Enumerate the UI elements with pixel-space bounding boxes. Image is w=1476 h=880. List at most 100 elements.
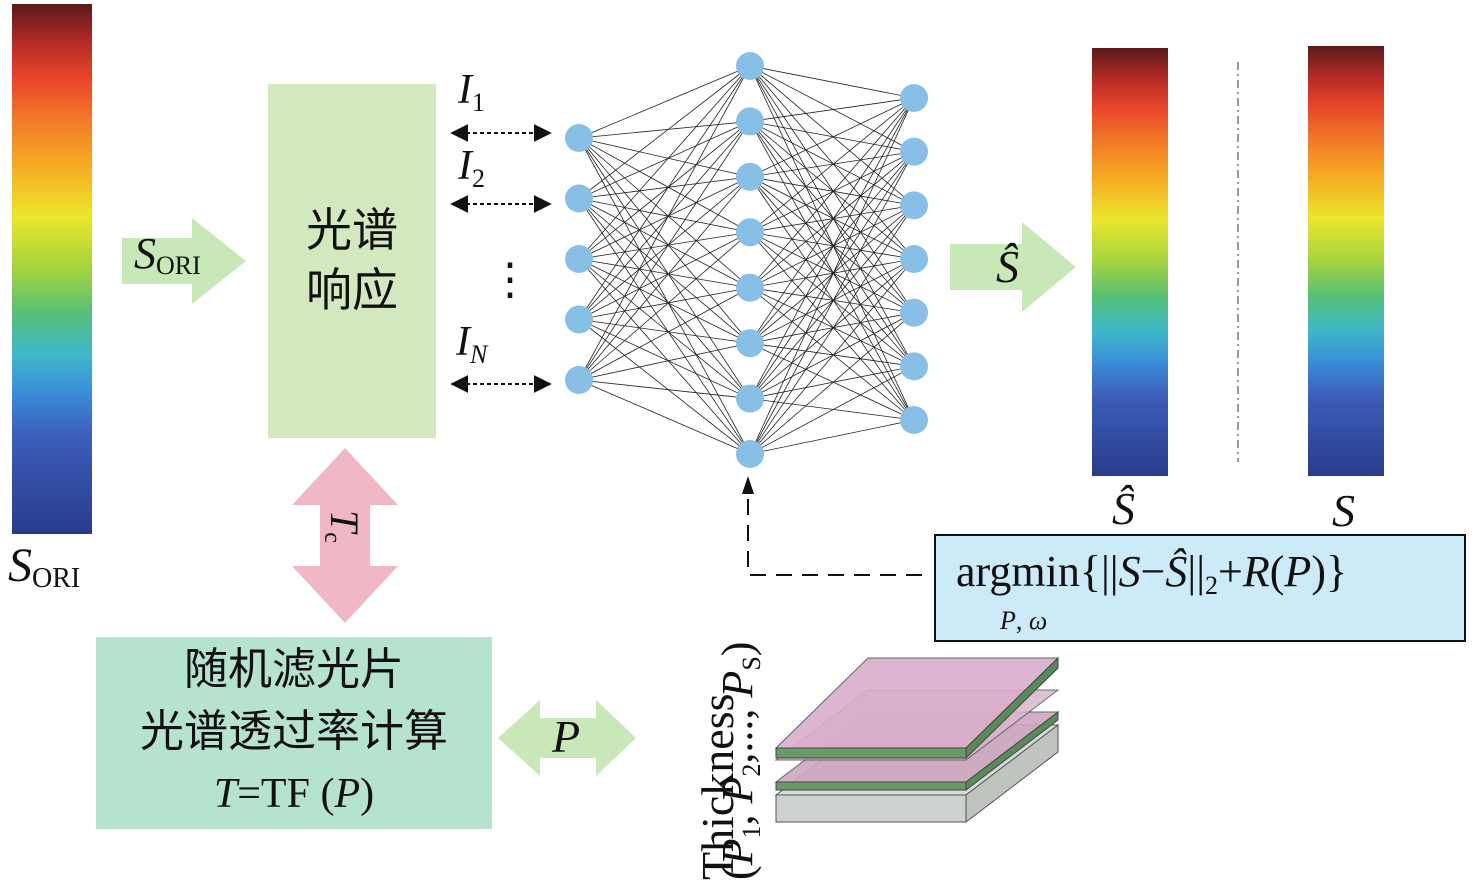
network-edge [749, 65, 915, 260]
network-edge [578, 137, 751, 455]
loss-function-box: argmin{||S−Ŝ||2+R(P)} P, ω [934, 534, 1466, 642]
network-edge [749, 312, 915, 399]
network-node-layer-3 [900, 137, 928, 166]
network-edge [749, 312, 915, 344]
network-edge [749, 287, 915, 314]
network-node-layer-3 [900, 352, 928, 381]
network-edge [749, 121, 915, 313]
loss-shat: Ŝ [1165, 547, 1188, 596]
intensity-label-1-sub: 1 [472, 88, 485, 117]
network-edge [578, 65, 751, 139]
loss-sub-omega: ω [1028, 606, 1048, 635]
network-node-layer-2 [736, 273, 764, 302]
network-edge [578, 137, 751, 399]
network-edge [749, 121, 915, 206]
network-node-layer-3 [900, 298, 928, 327]
network-edge [749, 231, 915, 314]
tc-label: Tc [319, 510, 368, 543]
thickness-close: ) [713, 641, 762, 657]
formula-tf: =TF ( [237, 771, 335, 817]
network-edge [749, 97, 915, 344]
loss-plus: + [1218, 547, 1243, 596]
network-edge [578, 65, 751, 381]
loss-brace-open: {|| [1079, 547, 1119, 596]
formula-t: T [213, 771, 238, 817]
network-edge [749, 65, 915, 421]
spectral-response-line2: 响应 [306, 263, 398, 317]
network-edge [578, 176, 751, 199]
network-connections [578, 65, 915, 455]
filter-box-line2: 光谱透过率计算 [140, 706, 448, 757]
network-edge [749, 97, 915, 233]
network-edge [749, 342, 915, 421]
filter-box-formula: T=TF (P) [96, 765, 492, 823]
network-edge [749, 97, 915, 178]
network-edge [578, 231, 751, 381]
network-edge [578, 121, 751, 320]
network-edge [578, 137, 751, 344]
network-edge [578, 198, 751, 289]
network-edge [578, 319, 751, 399]
network-edge [749, 176, 915, 260]
network-edge [749, 365, 915, 399]
loss-sub-p: P [1000, 606, 1016, 635]
network-edge [749, 204, 915, 233]
network-node-layer-3 [900, 84, 928, 112]
loss-norm-sub: 2 [1205, 571, 1219, 600]
network-edge [749, 287, 915, 367]
network-edge [749, 65, 915, 99]
network-edge [578, 137, 751, 289]
network-edge [578, 342, 751, 381]
loss-minus: − [1140, 547, 1166, 596]
network-edge [749, 151, 915, 455]
network-edge [749, 151, 915, 233]
spectral-response-box: 光谱 响应 [268, 84, 436, 438]
tc-label-main: T [322, 510, 367, 533]
output-arrow-shape [950, 222, 1076, 312]
network-edge [578, 258, 751, 455]
thickness-open: ( [713, 865, 762, 880]
network-edge [578, 379, 751, 399]
network-node-layer-1 [565, 245, 593, 273]
network-edge [749, 65, 915, 206]
network-edge [578, 121, 751, 199]
p-arrow-label: P [552, 711, 581, 762]
network-edge [749, 65, 915, 153]
network-edge [749, 365, 915, 455]
network-edge [749, 419, 915, 455]
network-edge [749, 204, 915, 289]
input-spectrum-label-sub: ORI [32, 563, 81, 594]
network-edge [749, 65, 915, 367]
network-edge [578, 121, 751, 381]
input-spectrum-label: SORI [8, 538, 81, 594]
loss-subscript: P, ω [1000, 606, 1047, 636]
formula-close: ) [360, 771, 375, 817]
ground-truth-spectrum-label: S [1332, 485, 1355, 536]
thickness-p1: P [713, 838, 762, 866]
network-edge [578, 319, 751, 344]
input-arrow-label-sub: ORI [156, 251, 201, 280]
intensity-label-2-sub: 2 [472, 164, 485, 193]
loss-paren-close: ) [1311, 547, 1326, 596]
filter-box-line1: 随机滤光片 [184, 644, 404, 695]
network-edge [749, 232, 915, 421]
network-edge [578, 121, 751, 139]
network-edge [749, 176, 915, 313]
network-edge [578, 287, 751, 320]
p-double-arrow-shape [498, 700, 636, 776]
intensity-ellipsis: ⋮ [488, 255, 532, 304]
network-edge [749, 97, 915, 399]
thickness-params: (P1, P2,..., PS) [712, 540, 770, 880]
network-node-layer-2 [736, 162, 764, 191]
loss-brace-close: } [1325, 547, 1348, 596]
network-edge [578, 231, 751, 320]
thickness-dots: ,..., [713, 697, 762, 764]
intensity-label-2: I2 [458, 142, 485, 193]
network-edge [578, 379, 751, 455]
input-arrow-label-main: S [134, 229, 156, 278]
network-edge [749, 151, 915, 344]
network-edge [578, 258, 751, 344]
loss-r: R [1242, 547, 1270, 596]
network-edge [749, 287, 915, 421]
